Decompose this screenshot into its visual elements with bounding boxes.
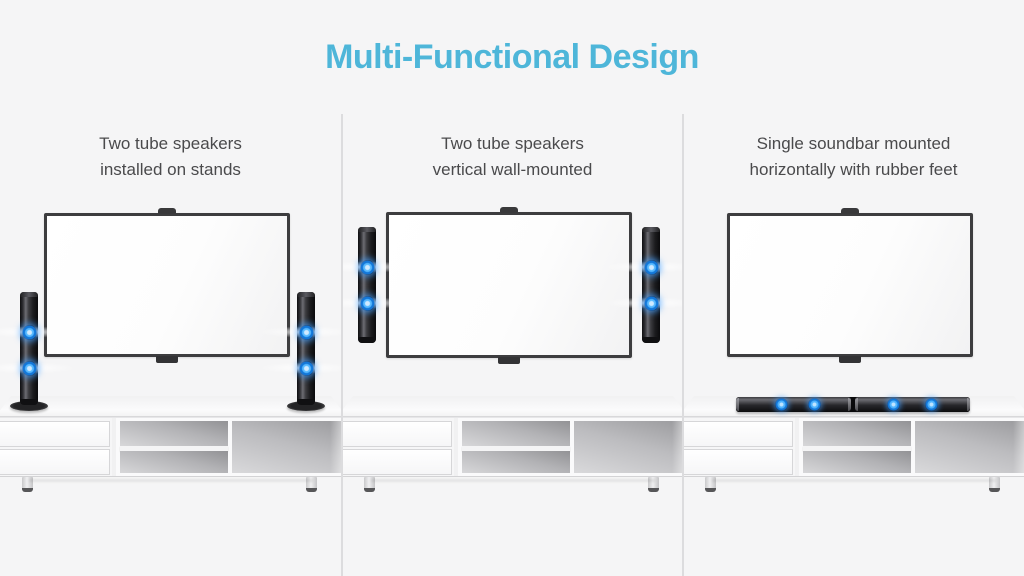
cabinet-foot [648,477,659,492]
shelf-compartment [915,421,1024,473]
speaker-led-icon [359,260,375,275]
tv-scene-illustration [0,0,341,576]
cabinet-top-surface [0,396,341,417]
cabinet-drawers [342,418,458,476]
cabinet-middle-shelves [803,421,911,473]
panel-caption: Two tube speakers installed on stands [0,131,341,183]
drawer-front [342,449,452,475]
cabinet-foot [989,477,1000,492]
shelf-compartment [120,421,228,446]
speaker-stand-base [10,401,48,411]
panel-caption: Single soundbar mounted horizontally wit… [683,131,1024,183]
cabinet-foot [364,477,375,492]
drawer-front [342,421,452,447]
cabinet-foot [705,477,716,492]
wall-mounted-speaker-right-icon [603,227,683,343]
drawer-front [0,421,110,447]
shelf-compartment [462,451,570,473]
cabinet-body [683,417,1024,477]
light-flare [0,362,77,374]
shelf-compartment [803,451,911,473]
speaker-led-icon [298,361,314,376]
speaker-led-icon [21,325,37,340]
panel-divider [682,114,684,576]
caption-line: Two tube speakers [441,134,584,153]
tv-scene-illustration [342,0,683,576]
panel-caption: Two tube speakers vertical wall-mounted [342,131,683,183]
cabinet-body [342,417,683,477]
cabinet-drawers [683,418,799,476]
speaker-led-icon [21,361,37,376]
tv-screen-icon [727,213,973,357]
tv-cabinet-icon [0,396,341,492]
cabinet-open-compartment [232,421,341,473]
shelf-board [803,446,911,451]
speaker-led-icon [925,398,938,411]
drawer-front [0,449,110,475]
tv-screen-icon [386,212,632,358]
shelf-compartment [232,421,341,473]
shelf-compartment [574,421,683,473]
speaker-led-icon [887,398,900,411]
drawer-front [683,421,793,447]
soundbar-icon [736,397,970,412]
speaker-led-icon [359,296,375,311]
cabinet-foot [306,477,317,492]
speaker-led-icon [808,398,821,411]
cabinet-middle-shelves [120,421,228,473]
tv-scene-illustration [683,0,1024,576]
cabinet-drawers [0,418,116,476]
caption-line: installed on stands [100,160,241,179]
shelf-compartment [120,451,228,473]
speaker-led-icon [298,325,314,340]
caption-line: Two tube speakers [99,134,242,153]
shelf-board [462,446,570,451]
shelf-compartment [462,421,570,446]
page-title: Multi-Functional Design [325,38,699,76]
speaker-led-icon [643,296,659,311]
tube-speaker-left-icon [0,292,77,405]
soundbar-left-half [736,397,851,412]
caption-line: Single soundbar mounted [756,134,951,153]
cabinet-open-compartment [915,421,1024,473]
caption-line: horizontally with rubber feet [749,160,958,179]
tube-speaker-right-icon [258,292,341,405]
speaker-stand-base [287,401,325,411]
cabinet-shadow [371,479,655,482]
cabinet-body [0,417,341,477]
cabinet-open-compartment [574,421,683,473]
tv-cabinet-icon [342,396,683,492]
panel-speakers-on-stands: Two tube speakers installed on stands [0,0,341,576]
panel-speakers-wall-mounted: Two tube speakers vertical wall-mounted [342,0,683,576]
cabinet-top-surface [342,396,683,417]
cabinet-foot [22,477,33,492]
tv-screen-icon [44,213,290,357]
shelf-board [120,446,228,451]
panel-divider [341,114,343,576]
soundbar-right-half [855,397,970,412]
cabinet-middle-shelves [462,421,570,473]
drawer-front [683,449,793,475]
wall-mounted-speaker-left-icon [342,227,415,343]
cabinet-shadow [29,479,313,482]
panel-single-soundbar: Single soundbar mounted horizontally wit… [683,0,1024,576]
cabinet-shadow [712,479,996,482]
speaker-led-icon [643,260,659,275]
shelf-compartment [803,421,911,446]
speaker-led-icon [775,398,788,411]
caption-line: vertical wall-mounted [432,160,593,179]
